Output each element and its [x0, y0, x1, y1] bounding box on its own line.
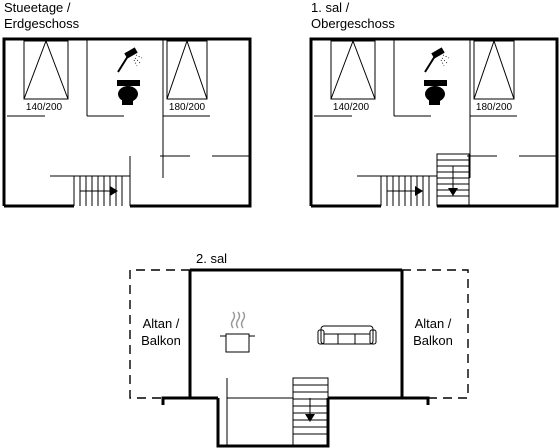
shower-icon: [424, 47, 450, 73]
balcony-left-label-line2: Balkon: [141, 333, 181, 348]
first-bed-right-size: 180/200: [476, 102, 513, 113]
balcony-left-label-line1: Altan /: [143, 316, 180, 331]
first-floor-title-line2: Obergeschoss: [311, 16, 395, 31]
first-exterior-wall: [309, 37, 559, 208]
ground-bed-left-size: 140/200: [26, 102, 63, 113]
balcony-left-outline: [129, 269, 190, 399]
ground-floor-title-line2: Erdgeschoss: [4, 16, 80, 31]
second-exterior-wall-bottom: [216, 398, 330, 448]
bed-icon: [166, 39, 208, 100]
shower-icon: [117, 47, 143, 73]
ground-exterior-wall: [2, 37, 252, 208]
second-floor-plan: 2. sal Altan / Balkon Altan / Balkon: [129, 251, 469, 448]
bed-icon: [23, 39, 69, 100]
second-exterior-wall-right: [400, 270, 430, 405]
balcony-right-label-line2: Balkon: [413, 333, 453, 348]
balcony-right-outline: [402, 269, 469, 399]
first-bed-left-size: 140/200: [333, 102, 370, 113]
ground-floor-title-line1: Stueetage /: [4, 0, 71, 15]
toilet-icon: [424, 80, 447, 105]
first-floor-plan: 1. sal / Obergeschoss 140/200: [309, 0, 559, 208]
second-floor-title: 2. sal: [196, 251, 227, 266]
ground-bed-right-size: 180/200: [169, 102, 206, 113]
stairs-icon: [436, 153, 470, 207]
stairs-icon: [357, 175, 437, 206]
balcony-right-label-line1: Altan /: [415, 316, 452, 331]
second-exterior-wall-left: [161, 270, 192, 405]
toilet-icon: [117, 80, 140, 105]
cooking-pot-icon: [220, 311, 255, 353]
first-floor-title-line1: 1. sal /: [311, 0, 350, 15]
bed-icon: [473, 39, 515, 100]
stairs-icon: [292, 377, 329, 447]
sofa-icon: [317, 325, 377, 345]
bed-icon: [330, 39, 376, 100]
stairs-icon: [50, 175, 130, 206]
ground-floor-plan: Stueetage / Erdgeschoss 140/200: [2, 0, 252, 208]
